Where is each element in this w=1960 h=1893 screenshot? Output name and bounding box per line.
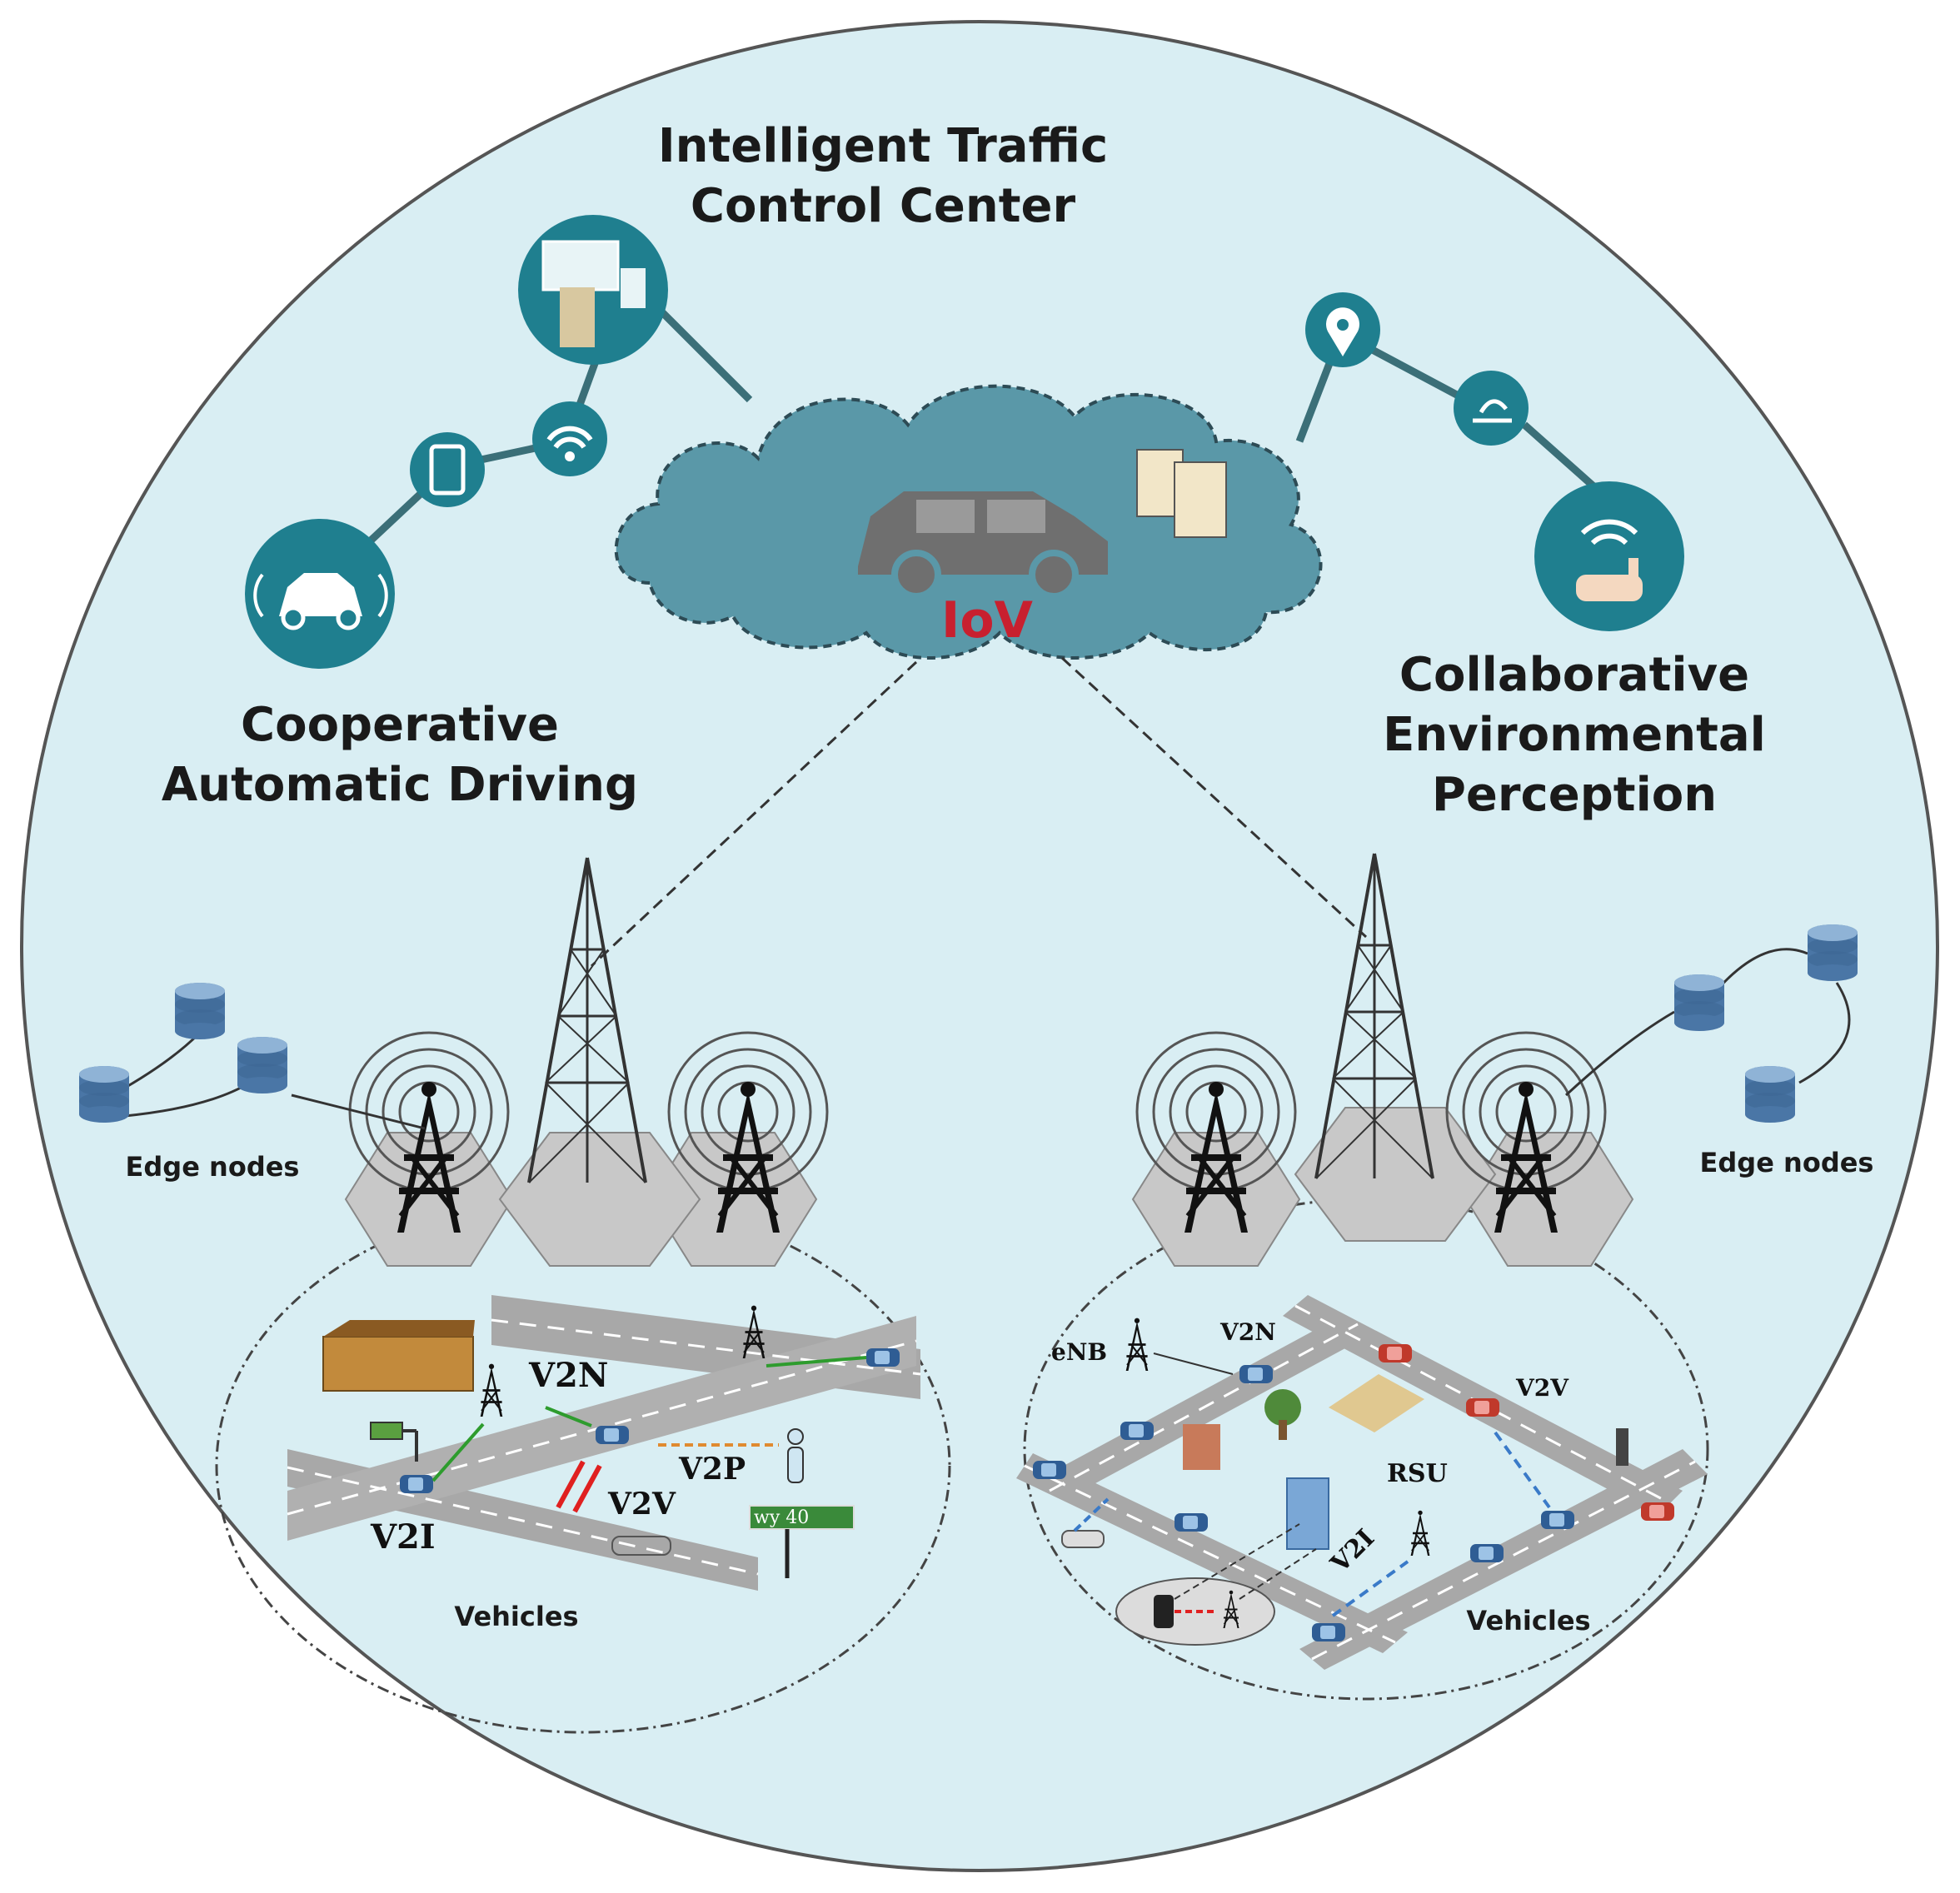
servers-icon — [1136, 449, 1227, 538]
speed-sign-text: wy 40 — [754, 1507, 810, 1528]
left-v2p-label: V2P — [679, 1452, 746, 1487]
tablet-icon — [410, 432, 485, 507]
right-v2v-label: V2V — [1516, 1374, 1568, 1402]
left-v2v-label: V2V — [608, 1487, 676, 1522]
database-icon — [175, 983, 225, 1039]
right-title-line1: Collaborative — [1399, 648, 1750, 702]
database-icon — [1745, 1066, 1795, 1123]
left-v2i-label: V2I — [371, 1517, 436, 1557]
database-icon — [79, 1066, 129, 1123]
left-scene — [79, 856, 951, 1734]
satellite-dish-icon — [1454, 371, 1529, 446]
left-vehicles-label: Vehicles — [454, 1601, 579, 1632]
left-v2n-label: V2N — [529, 1356, 609, 1395]
right-title-line3: Perception — [1431, 768, 1718, 822]
right-enb-label: eNB — [1051, 1338, 1108, 1366]
iov-label: IoV — [941, 591, 1033, 650]
database-icon — [237, 1037, 287, 1093]
location-pin-icon — [1305, 292, 1380, 367]
monitor-server-icon — [518, 215, 668, 365]
right-v2n-label: V2N — [1220, 1318, 1276, 1346]
left-title-line2: Automatic Driving — [161, 758, 639, 812]
wifi-icon — [532, 401, 607, 476]
camera-wifi-icon — [1534, 481, 1684, 631]
database-icon — [1674, 974, 1724, 1031]
right-title-line2: Environmental — [1383, 708, 1766, 762]
left-title-line1: Cooperative — [241, 698, 559, 752]
right-edge-nodes-label: Edge nodes — [1699, 1147, 1874, 1178]
right-scene — [1016, 852, 1858, 1701]
cloud-to-tower-links — [590, 656, 1368, 968]
right-rsu-label: RSU — [1387, 1459, 1448, 1488]
left-edge-nodes-label: Edge nodes — [125, 1151, 300, 1183]
center-title-line1: Intelligent Traffic — [657, 119, 1109, 173]
right-vehicles-label: Vehicles — [1466, 1605, 1591, 1636]
car-signal-icon — [245, 519, 395, 669]
center-title-line2: Control Center — [690, 179, 1076, 233]
database-icon — [1808, 924, 1858, 981]
background-disc — [20, 20, 1939, 1872]
